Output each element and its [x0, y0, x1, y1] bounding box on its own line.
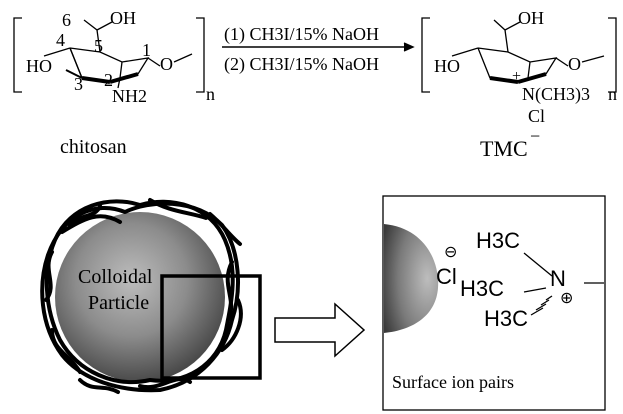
inset-chloride: Cl: [436, 264, 457, 289]
inset-methyl-bottom: H3C: [484, 306, 529, 331]
inset-nitrogen-charge: ⊕: [560, 290, 574, 307]
colloidal-particle: [40, 198, 262, 394]
tmc-oh-label: OH: [518, 8, 544, 28]
chitosan-c2-number: 2: [104, 70, 113, 90]
chitosan-c5-number: 5: [94, 36, 103, 56]
inset-methyl-mid: H3C: [460, 276, 505, 301]
chitosan-c6-number: 6: [62, 10, 71, 30]
inset-nitrogen: N: [550, 266, 566, 291]
tmc-chloride-label: Cl: [528, 106, 546, 126]
reaction-step1: (1) CH3I/15% NaOH: [224, 24, 379, 44]
chitosan-right-bracket: [196, 17, 205, 93]
tmc-name: TMC: [480, 136, 528, 161]
tmc-left-bracket: [421, 17, 430, 93]
tmc-plus-sign: +: [512, 68, 522, 85]
particle-label-line1: Colloidal: [78, 266, 153, 288]
tmc-repeat-n: n: [608, 84, 617, 104]
polymer-chains: [40, 198, 243, 394]
chitosan-c4-number: 4: [56, 30, 65, 50]
tmc-o-label: O: [568, 54, 581, 74]
tmc-amine-label: N(CH3)3: [522, 84, 590, 104]
chitosan-structure: [13, 17, 205, 93]
inset-chloride-charge: ⊖: [444, 244, 458, 261]
particle-sphere: [55, 212, 225, 382]
chitosan-oh-label: OH: [110, 8, 136, 28]
tmc-ho-label: HO: [434, 56, 460, 76]
chitosan-nh2-label: NH2: [112, 86, 147, 106]
hollow-arrow: [274, 302, 366, 358]
tmc-right-bracket: [608, 17, 617, 93]
chitosan-c3-number: 3: [74, 74, 83, 94]
chitosan-repeat-n: n: [206, 84, 215, 104]
chitosan-left-bracket: [13, 17, 22, 93]
tmc-structure: [421, 17, 617, 93]
inset-caption: Surface ion pairs: [392, 372, 514, 392]
chitosan-name: chitosan: [60, 136, 127, 158]
inset-methyl-top: H3C: [476, 228, 521, 253]
inset-particle-cap: [384, 224, 439, 333]
tmc-minus-sign: −: [530, 126, 541, 146]
reaction-step2: (2) CH3I/15% NaOH: [224, 54, 379, 74]
inset-box: [382, 195, 606, 411]
chitosan-c1-number: 1: [142, 40, 151, 60]
zoom-box: [160, 274, 262, 380]
chitosan-o-label: O: [160, 54, 173, 74]
chitosan-ho-label: HO: [26, 56, 52, 76]
reaction-arrow: [222, 42, 415, 52]
particle-label-line2: Particle: [88, 292, 150, 314]
